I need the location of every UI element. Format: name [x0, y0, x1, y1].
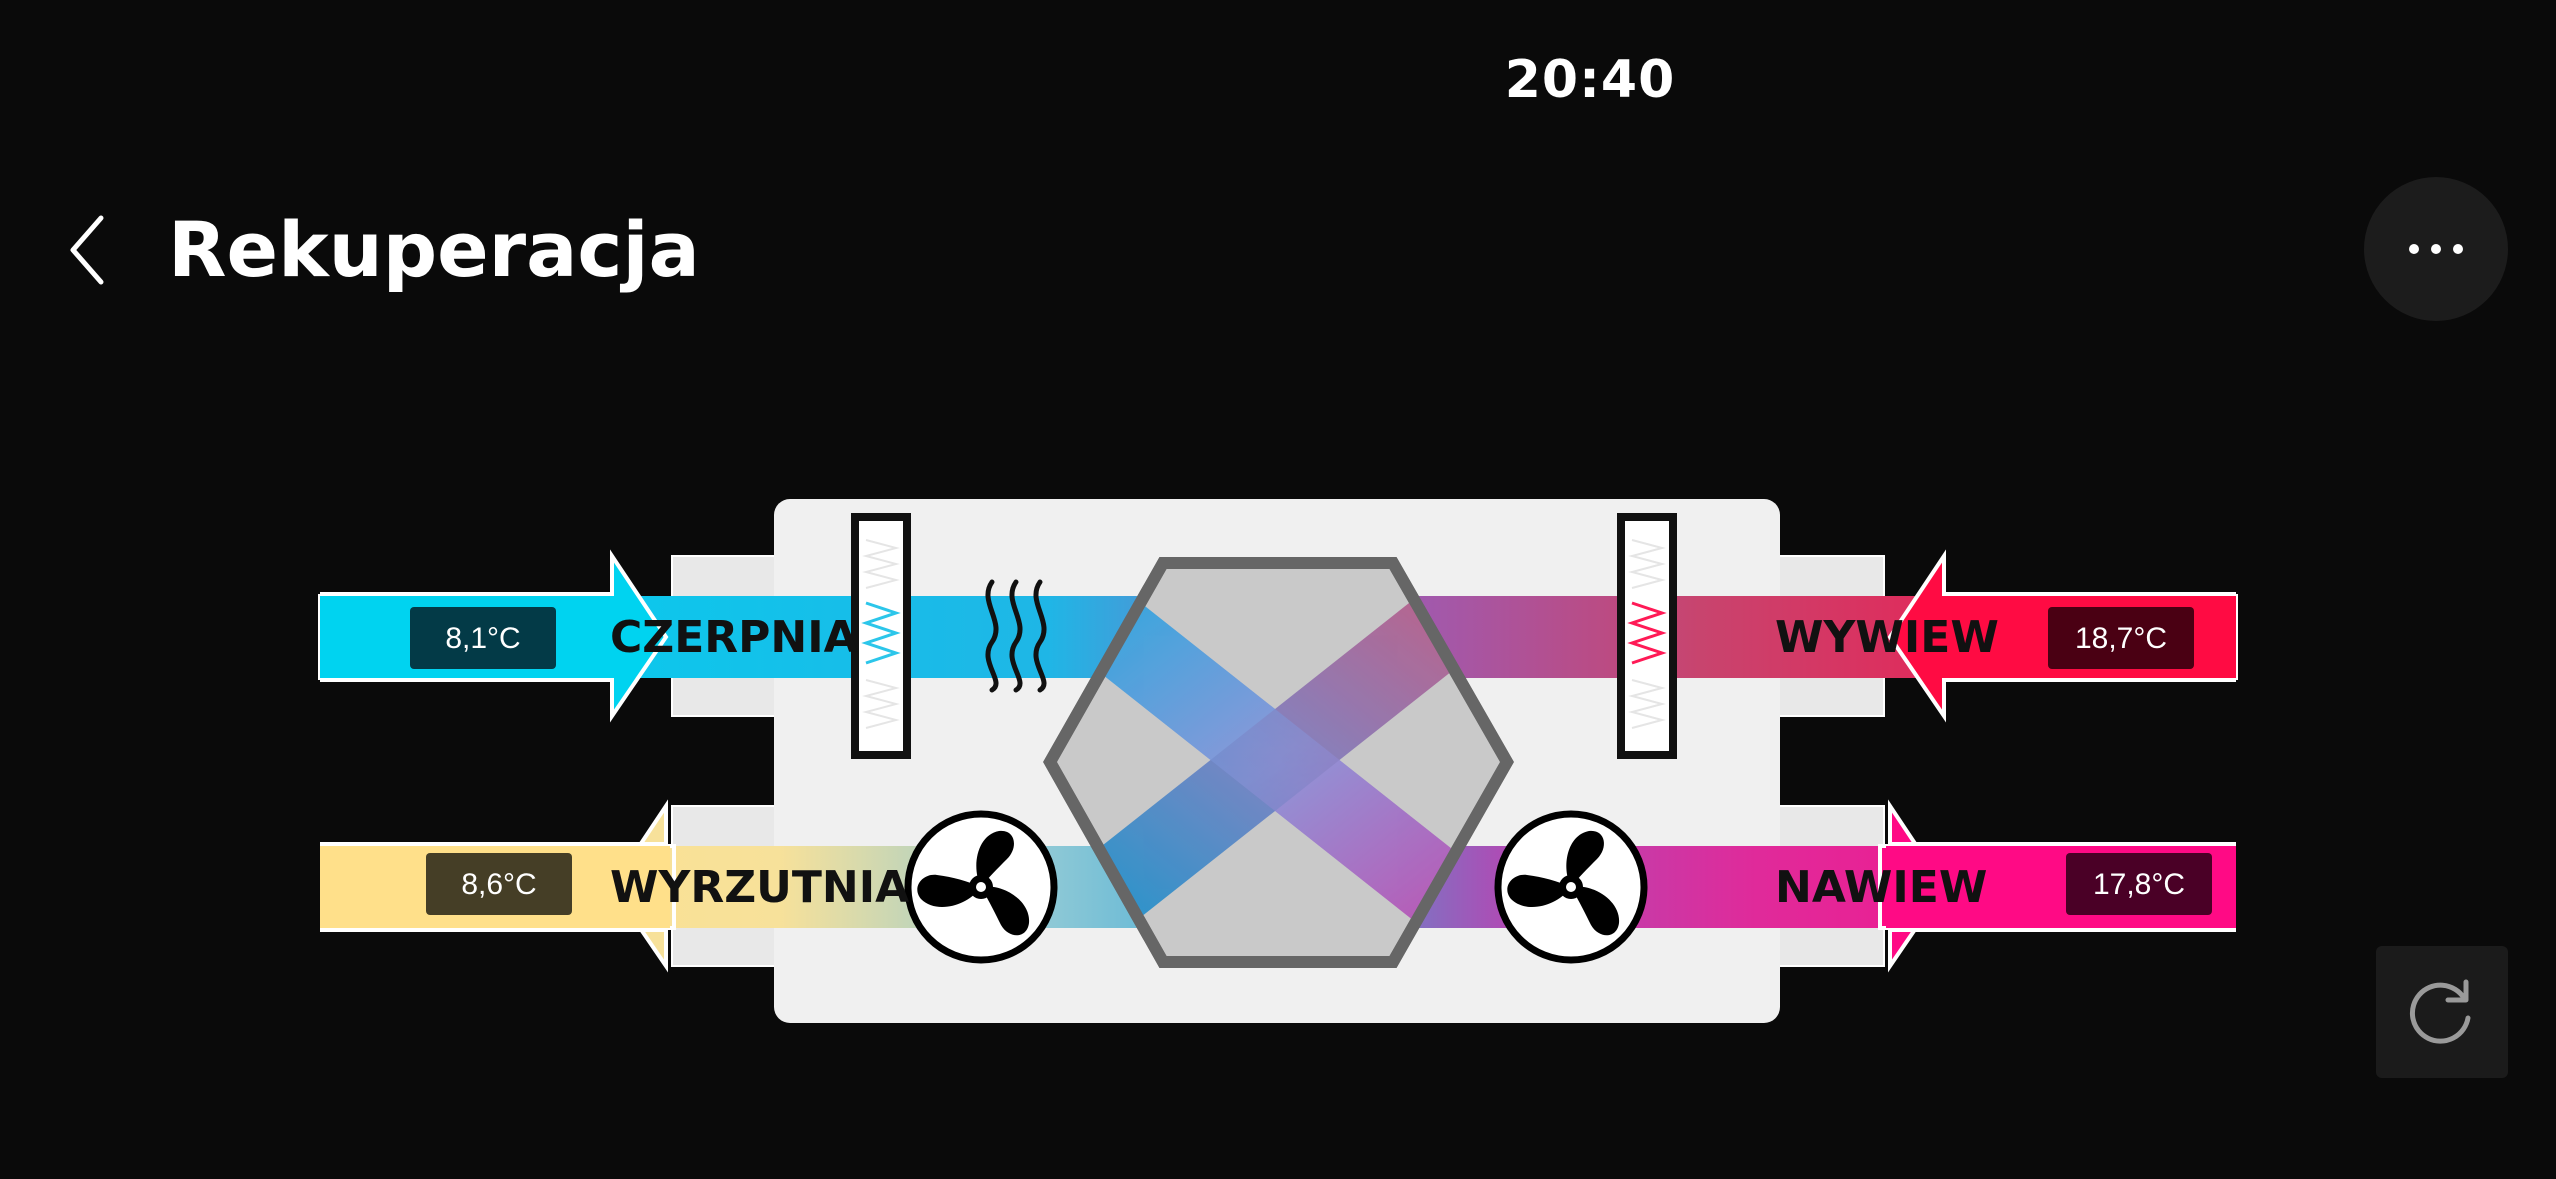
- fan-icon: [904, 810, 1058, 964]
- refresh-icon: [2409, 979, 2471, 1044]
- temp-badge-extract: 18,7°C: [2048, 607, 2194, 669]
- label-intake: CZERPNIA: [610, 612, 858, 663]
- page-title: Rekuperacja: [168, 205, 700, 294]
- refresh-button[interactable]: [2376, 946, 2508, 1078]
- label-exhaust: WYRZUTNIA: [610, 862, 909, 913]
- temp-intake: 8,1°C: [445, 622, 520, 655]
- temp-badge-supply: 17,8°C: [2066, 853, 2212, 915]
- more-options-button[interactable]: [2364, 177, 2508, 321]
- fan-icon: [1494, 810, 1648, 964]
- back-button[interactable]: [48, 200, 128, 300]
- chevron-left-icon: [70, 215, 104, 285]
- temp-badge-intake: 8,1°C: [410, 607, 556, 669]
- label-extract: WYWIEW: [1775, 612, 1999, 663]
- status-time: 20:40: [1504, 50, 1676, 110]
- more-horizontal-icon: [2409, 244, 2463, 254]
- temp-exhaust: 8,6°C: [461, 868, 536, 901]
- temp-supply: 17,8°C: [2093, 868, 2185, 901]
- filter-extract: [1617, 513, 1677, 759]
- temp-extract: 18,7°C: [2075, 622, 2167, 655]
- temp-badge-exhaust: 8,6°C: [426, 853, 572, 915]
- heater-icon: [985, 579, 1047, 693]
- label-supply: NAWIEW: [1775, 862, 1987, 913]
- filter-intake: [851, 513, 911, 759]
